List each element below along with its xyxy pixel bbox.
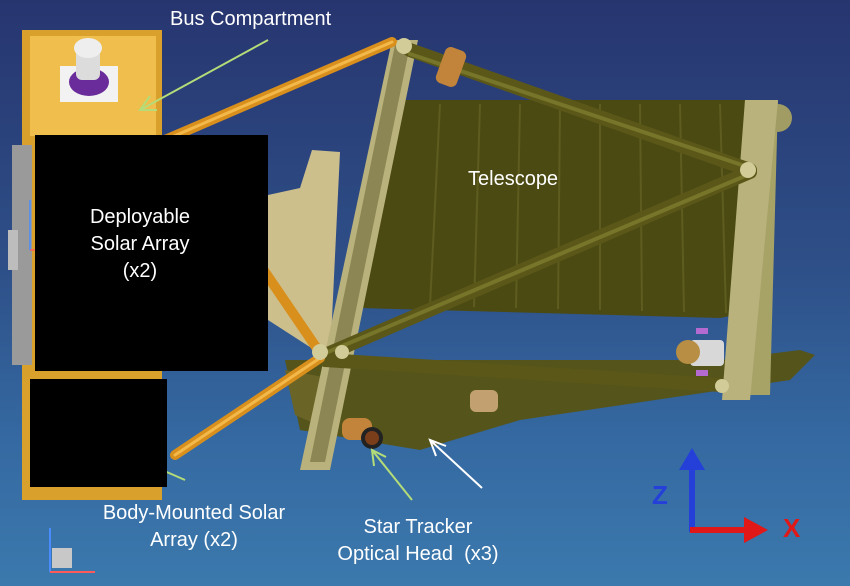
truss-joints — [312, 38, 756, 393]
bus-callout-arrow — [139, 39, 269, 111]
deployable-line-1: Deployable — [89, 206, 191, 228]
deployable-solar-array-panel — [35, 135, 268, 371]
star-tracker-label: Star Tracker Optical Head (x3) — [318, 514, 518, 568]
telescope-label: Telescope — [468, 168, 559, 190]
small-triad-icon — [49, 528, 95, 573]
body-mounted-solar-array-panel — [30, 379, 167, 487]
z-axis-arrowhead — [679, 448, 705, 470]
bus-compartment-label: Bus Compartment — [170, 8, 332, 30]
deployable-line-3: (x2) — [122, 260, 158, 282]
coordinate-axes — [679, 448, 768, 543]
z-axis-label: Z — [652, 480, 668, 510]
star-tracker-line-2: Optical Head (x3) — [337, 543, 499, 565]
deployable-solar-array-label: Deployable Solar Array (x2) — [60, 204, 220, 285]
star-tracker-optical-heads — [342, 47, 724, 449]
body-mounted-solar-array-label: Body-Mounted Solar Array (x2) — [78, 500, 310, 554]
x-axis-label: X — [783, 513, 801, 543]
x-axis-arrowhead — [744, 517, 768, 543]
white-callout-arrow — [428, 438, 483, 489]
sunshade-panels — [268, 150, 815, 450]
star-tracker-callout-arrow — [371, 449, 413, 501]
dark-struts — [318, 43, 757, 392]
deployable-line-2: Solar Array — [90, 233, 190, 255]
body-mounted-line-2: Array (x2) — [150, 529, 238, 551]
star-tracker-line-1: Star Tracker — [363, 516, 473, 538]
body-mounted-line-1: Body-Mounted Solar — [102, 502, 286, 524]
